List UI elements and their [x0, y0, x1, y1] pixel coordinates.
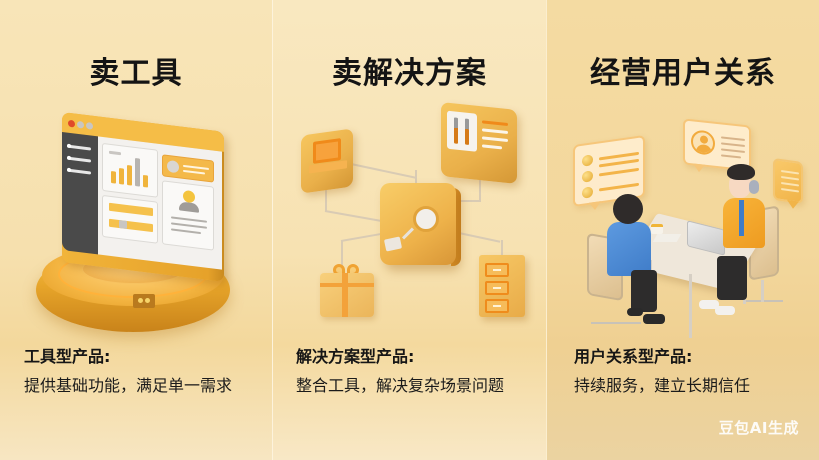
pedestal-plug-icon	[133, 294, 155, 308]
gift-box-icon	[320, 273, 374, 317]
message-bubble-icon	[773, 157, 803, 210]
bar-chart-card-icon	[102, 142, 158, 198]
panel-title: 经营用户关系	[590, 56, 776, 91]
profile-chip-card-icon	[162, 154, 214, 183]
dashboard-window-icon	[62, 112, 224, 282]
tools-settings-card-icon	[441, 102, 517, 184]
headset-icon	[749, 180, 759, 194]
file-cabinet-icon	[479, 255, 525, 317]
laptop-card-icon	[301, 128, 353, 194]
minimize-dot-icon	[77, 120, 84, 129]
panel-sell-solutions: 卖解决方案	[272, 0, 546, 460]
panel-user-relationships: 经营用户关系	[546, 0, 819, 460]
progress-bars-card-icon	[102, 194, 158, 244]
coffee-cup-icon	[651, 224, 663, 234]
product-type-description: 提供基础功能，满足单一需求	[24, 376, 233, 395]
pedestal-illustration	[0, 0, 272, 340]
window-content	[98, 136, 222, 270]
document-icon	[652, 234, 682, 242]
description-block: 工具型产品: 提供基础功能，满足单一需求	[24, 346, 232, 397]
product-type-label: 工具型产品:	[24, 347, 111, 366]
hub-side	[451, 188, 461, 266]
ai-generated-watermark: 豆包AI生成	[718, 419, 799, 437]
product-type-label: 解决方案型产品:	[296, 347, 415, 366]
product-type-description: 持续服务，建立长期信任	[574, 376, 751, 395]
window-sidebar	[62, 132, 98, 255]
panel-title: 卖工具	[89, 56, 183, 91]
description-block: 解决方案型产品: 整合工具，解决复杂场景问题	[296, 346, 504, 397]
product-type-description: 整合工具，解决复杂场景问题	[296, 376, 505, 395]
maximize-dot-icon	[86, 121, 93, 130]
product-type-label: 用户关系型产品:	[574, 347, 693, 366]
close-dot-icon	[68, 119, 75, 128]
magnifier-icon	[413, 206, 439, 232]
panel-sell-tools: 卖工具	[0, 0, 272, 460]
description-block: 用户关系型产品: 持续服务，建立长期信任	[574, 346, 750, 397]
meeting-illustration	[547, 0, 819, 340]
user-profile-card-icon	[162, 180, 214, 251]
panel-title: 卖解决方案	[332, 56, 487, 91]
network-illustration	[273, 0, 546, 340]
